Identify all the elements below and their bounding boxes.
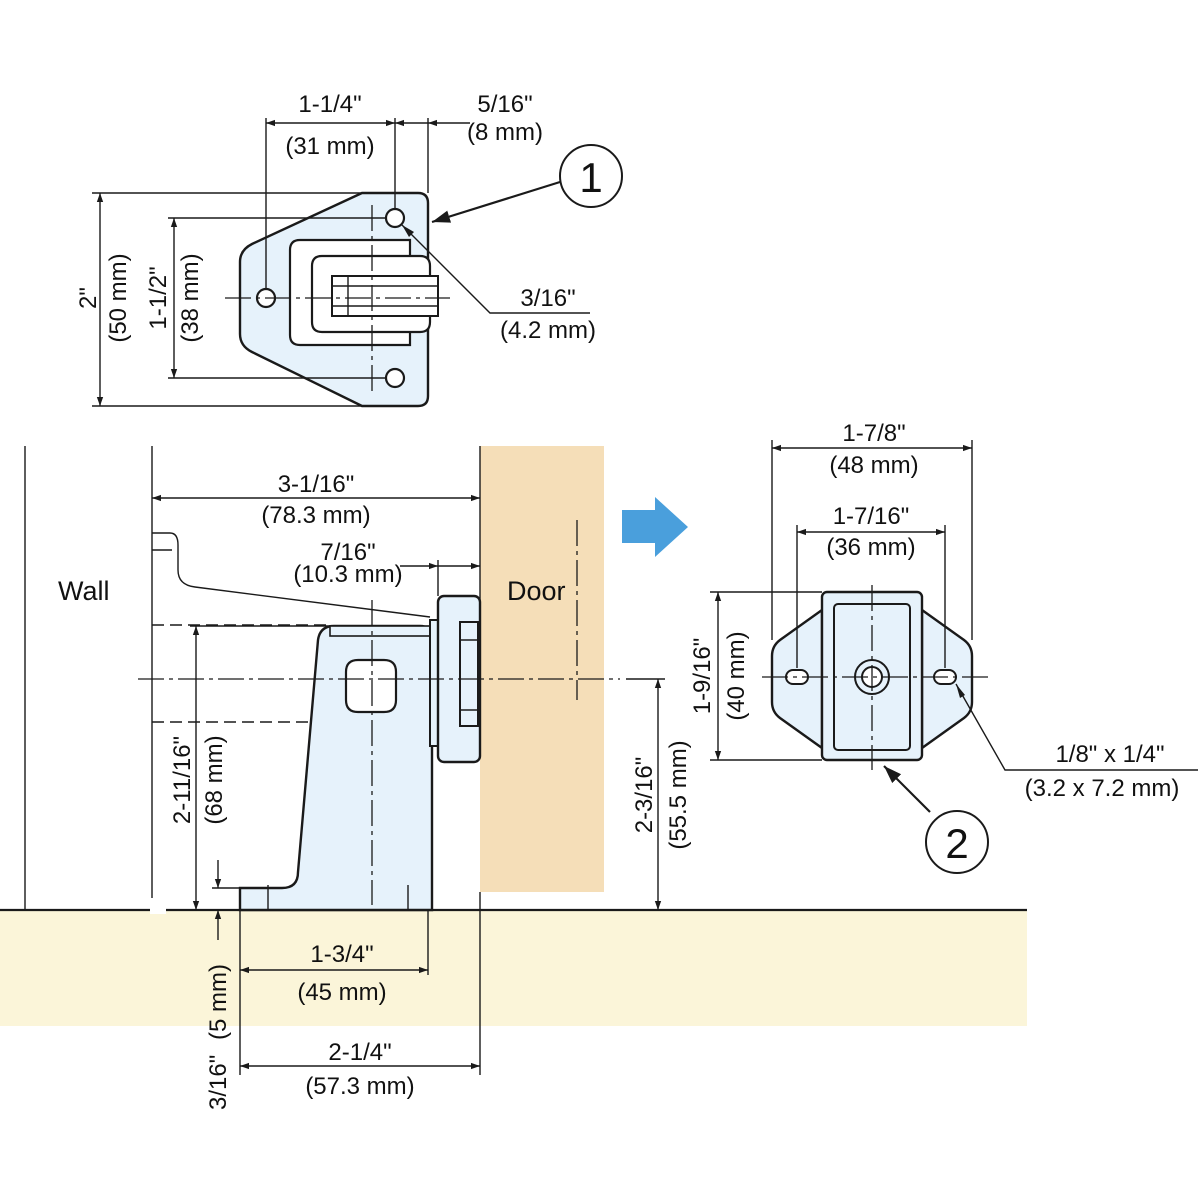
door-label: Door xyxy=(507,576,566,606)
total-length-inch: 2-1/4" xyxy=(328,1039,391,1066)
hole-diameter-inch: 3/16" xyxy=(520,285,575,312)
wall-label: Wall xyxy=(58,576,110,606)
callout-1-number: 1 xyxy=(579,154,602,201)
floor-area xyxy=(0,910,1027,1026)
catch-width-mm: (48 mm) xyxy=(829,452,918,479)
reach-inch: 3-1/16" xyxy=(278,471,355,498)
catch-thickness-mm: (10.3 mm) xyxy=(293,561,402,588)
base-length-mm: (45 mm) xyxy=(297,979,386,1006)
catch-dimensions xyxy=(710,440,1198,813)
catch-height-mm: (40 mm) xyxy=(723,631,750,720)
door-center-mm: (55.5 mm) xyxy=(665,740,692,849)
catch-thickness-inch: 7/16" xyxy=(320,539,375,566)
hole-vspacing-inch: 1-1/2" xyxy=(145,266,172,329)
hole-spacing-mm: (31 mm) xyxy=(285,133,374,160)
edge-offset-inch: 5/16" xyxy=(477,91,532,118)
door-center-inch: 2-3/16" xyxy=(631,757,658,834)
edge-offset-mm: (8 mm) xyxy=(467,119,543,146)
base-thickness-inch: 3/16" xyxy=(205,1055,232,1110)
base-thickness-mm: (5 mm) xyxy=(205,964,232,1040)
reach-mm: (78.3 mm) xyxy=(261,502,370,529)
catch-plate-view xyxy=(762,585,990,770)
base-length-inch: 1-3/4" xyxy=(310,941,373,968)
catch-width-inch: 1-7/8" xyxy=(842,420,905,447)
center-height-mm: (68 mm) xyxy=(201,735,228,824)
side-view-dimensions xyxy=(152,446,665,1075)
hole-diameter-mm: (4.2 mm) xyxy=(500,317,596,344)
callout-1 xyxy=(559,144,623,208)
top-view-plate xyxy=(225,191,450,408)
catch-height-inch: 1-9/16" xyxy=(689,638,716,715)
plate-height-mm: (50 mm) xyxy=(105,253,132,342)
center-height-inch: 2-11/16" xyxy=(169,736,196,824)
mounting-hole xyxy=(384,207,406,229)
side-view-doorstop xyxy=(138,520,620,912)
hole-spacing-inch: 1-1/4" xyxy=(298,91,361,118)
mounting-hole xyxy=(384,367,406,389)
slot-size-inch: 1/8" x 1/4" xyxy=(1055,741,1164,768)
top-view-dimensions xyxy=(92,118,590,407)
slot-spacing-inch: 1-7/16" xyxy=(833,503,910,530)
hole-vspacing-mm: (38 mm) xyxy=(177,253,204,342)
callout-2-number: 2 xyxy=(945,820,968,867)
slot-size-mm: (3.2 x 7.2 mm) xyxy=(1025,775,1180,802)
direction-arrow-icon xyxy=(622,497,688,557)
door-panel xyxy=(480,446,604,892)
total-length-mm: (57.3 mm) xyxy=(305,1073,414,1100)
callout-2 xyxy=(925,810,989,874)
wall xyxy=(24,446,166,914)
plate-height-inch: 2" xyxy=(75,287,102,309)
slot-spacing-mm: (36 mm) xyxy=(826,534,915,561)
